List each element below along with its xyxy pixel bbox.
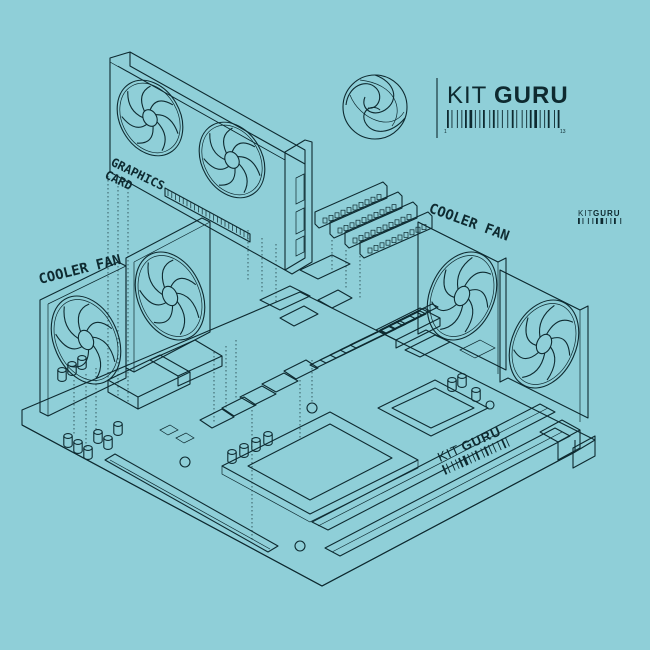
small-barcode-graphic (578, 218, 622, 224)
fan-icon (508, 299, 580, 389)
cooler-fan-right-front (417, 221, 507, 374)
assembly-guide-lines (73, 176, 361, 540)
fan-icon (116, 79, 184, 157)
cooler-fan-left-label: COOLER FAN (37, 252, 123, 288)
cooler-fan-left-rear (39, 261, 127, 417)
graphics-card (109, 51, 313, 275)
fan-icon (50, 295, 122, 385)
label-cooler-fan-right: COOLER FAN (427, 201, 512, 245)
label-cooler-fan-left: COOLER FAN (37, 252, 123, 288)
gpu-pcie-connector (164, 187, 251, 243)
kitguru-logo-small: KIT GURU (578, 209, 622, 224)
small-logo-kit-text: KIT (578, 209, 593, 218)
motherboard (21, 254, 596, 587)
barcode-right-digit: 13 (560, 129, 566, 135)
small-logo-guru-text: GURU (593, 209, 621, 218)
cooler-fan-right-rear (499, 269, 589, 422)
capacitors (57, 355, 481, 464)
board-logo-kit-text: KIT (435, 442, 462, 465)
cooler-fan-right-label: COOLER FAN (427, 201, 512, 245)
fan-icon (134, 251, 206, 341)
barcode-left-digit: 1 (444, 129, 447, 135)
mid-board-slots (309, 303, 439, 369)
board-barcode-graphic (441, 437, 510, 475)
logo-kit-text: KIT (447, 82, 487, 109)
cooler-fan-left-front (125, 217, 211, 373)
logo-guru-text: GURU (494, 82, 569, 109)
barcode-graphic (447, 110, 560, 128)
kitguru-logo-main: KIT GURU 1 13 (342, 74, 569, 140)
ram-modules (314, 181, 433, 259)
kitguru-logo-board: KIT GURU (435, 423, 510, 475)
fan-icon (426, 251, 498, 341)
fan-icon (198, 121, 266, 199)
swirl-emblem-icon (342, 74, 408, 140)
